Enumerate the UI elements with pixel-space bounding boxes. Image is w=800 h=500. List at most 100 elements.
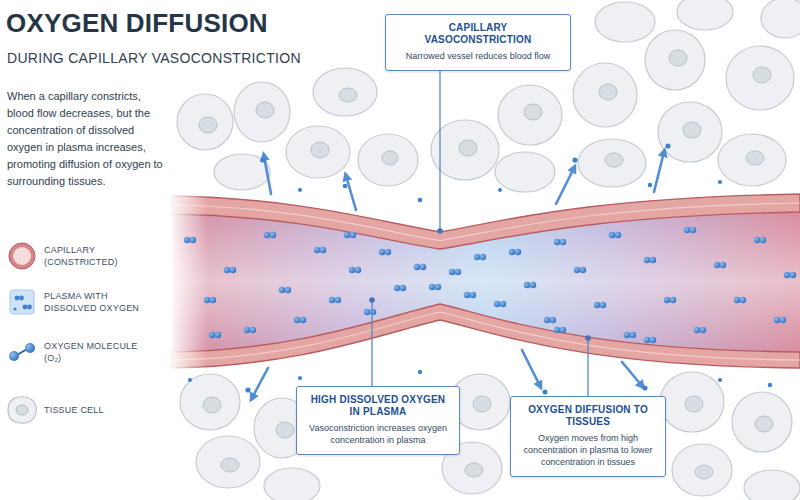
oxygen-molecules bbox=[279, 287, 291, 293]
cell-nuclei bbox=[382, 151, 398, 165]
cell-nuclei bbox=[605, 153, 623, 167]
diffusion-arrows bbox=[252, 368, 268, 398]
callout-heading: CAPILLARY VASOCONSTRICTION bbox=[395, 22, 561, 46]
oxygen-molecules bbox=[734, 297, 746, 303]
cell-nuclei bbox=[199, 117, 217, 133]
diffusion-arrows bbox=[522, 350, 540, 386]
tissue-cells bbox=[726, 46, 794, 110]
tissue-cells bbox=[495, 152, 555, 192]
legend-icons bbox=[23, 305, 28, 310]
oxygen-molecules bbox=[644, 337, 656, 343]
diffused-oxygen bbox=[188, 143, 772, 394]
callout-heading: HIGH DISSOLVED OXYGEN IN PLASMA bbox=[306, 394, 450, 418]
cell-nuclei bbox=[599, 84, 617, 100]
leader-lines bbox=[437, 228, 443, 234]
cell-nuclei bbox=[203, 397, 221, 413]
cell-nuclei bbox=[753, 67, 771, 83]
leader-lines bbox=[369, 297, 375, 303]
oxygen-molecules bbox=[644, 257, 656, 263]
tissue-cells bbox=[234, 82, 290, 142]
callout-box: CAPILLARY VASOCONSTRICTION Narrowed vesse… bbox=[385, 14, 571, 71]
oxygen-molecules bbox=[204, 297, 216, 303]
oxygen-molecules bbox=[209, 332, 221, 338]
oxygen-molecules bbox=[464, 292, 476, 298]
oxygen-molecules bbox=[344, 232, 356, 238]
cell-nuclei bbox=[465, 463, 483, 477]
legend-icons bbox=[8, 397, 36, 423]
diffusion-arrows bbox=[264, 156, 271, 194]
subtitle: DURING CAPILLARY VASOCONSTRICTION bbox=[7, 50, 301, 66]
cell-nuclei bbox=[683, 122, 701, 138]
oxygen-molecules bbox=[329, 297, 341, 303]
cell-nuclei bbox=[755, 416, 773, 432]
legend-icons bbox=[10, 290, 34, 314]
legend-icons bbox=[8, 243, 36, 423]
tissue-cells bbox=[578, 139, 646, 187]
tissue-cells bbox=[498, 85, 562, 145]
diffused-oxygen bbox=[665, 143, 670, 148]
oxygen-molecules bbox=[714, 262, 726, 268]
diagram-title: OXYGEN DIFFUSION bbox=[6, 8, 268, 39]
oxygen-molecules bbox=[429, 284, 441, 290]
diffused-oxygen bbox=[648, 183, 652, 187]
diffused-oxygen bbox=[718, 180, 722, 184]
cell-nuclei bbox=[311, 142, 329, 158]
diffused-oxygen bbox=[418, 198, 423, 203]
capillary-vessel bbox=[168, 190, 208, 375]
legend-icons bbox=[15, 296, 20, 301]
cell-nuclei bbox=[669, 50, 687, 66]
diffused-oxygen bbox=[298, 376, 302, 380]
legend-icons bbox=[9, 243, 35, 269]
cell-nuclei bbox=[339, 88, 357, 102]
tissue-cells bbox=[264, 468, 320, 500]
callout-body: Oxygen moves from high concentration in … bbox=[520, 432, 656, 468]
callout-box: HIGH DISSOLVED OXYGEN IN PLASMAVasoconst… bbox=[296, 386, 460, 455]
oxygen-molecules bbox=[594, 302, 606, 308]
oxygen-molecules bbox=[609, 232, 621, 238]
tissue-cells bbox=[744, 470, 800, 500]
diffusion-arrows bbox=[556, 168, 574, 204]
tissue-cells bbox=[573, 63, 637, 127]
diffusion-arrows bbox=[654, 152, 664, 192]
tissue-cells bbox=[660, 372, 724, 432]
tissue-cells bbox=[313, 68, 377, 116]
oxygen-molecules bbox=[509, 249, 521, 255]
callout-body: Narrowed vessel reduces blood flow bbox=[395, 50, 561, 62]
oxygen-molecules bbox=[184, 237, 196, 243]
diffused-oxygen bbox=[245, 387, 250, 392]
diffused-oxygen bbox=[718, 378, 722, 382]
cell-nuclei bbox=[276, 422, 294, 438]
cell-nuclei bbox=[524, 104, 542, 120]
oxygen-molecules bbox=[244, 327, 256, 333]
cell-nuclei bbox=[695, 465, 713, 479]
cell-nuclei bbox=[221, 458, 239, 472]
tissue-cells bbox=[177, 94, 233, 150]
diffusion-arrows bbox=[346, 176, 356, 210]
tissue-cells bbox=[718, 134, 786, 186]
legend-icons bbox=[19, 296, 24, 301]
capillary-vessel bbox=[172, 304, 800, 368]
diffused-oxygen bbox=[543, 390, 548, 395]
diffused-oxygen bbox=[768, 383, 772, 387]
oxygen-molecules bbox=[694, 327, 706, 333]
callout-box: OXYGEN DIFFUSION TO TISSUES Oxygen moves … bbox=[510, 396, 666, 477]
cell-nuclei bbox=[256, 102, 274, 118]
intro-paragraph: When a capillary constricts, blood flow … bbox=[7, 88, 169, 190]
tissue-cells bbox=[358, 134, 418, 186]
oxygen-molecules bbox=[314, 247, 326, 253]
tissue-cells bbox=[286, 126, 350, 178]
capillary-vessel bbox=[172, 203, 800, 241]
oxygen-molecules bbox=[574, 267, 586, 273]
callout-heading: OXYGEN DIFFUSION TO TISSUES bbox=[520, 404, 656, 428]
legend-label: PLASMA WITH DISSOLVED OXYGEN bbox=[44, 290, 156, 314]
legend-label: TISSUE CELL bbox=[44, 404, 156, 416]
oxygen-molecules bbox=[184, 227, 796, 343]
diffused-oxygen bbox=[498, 188, 502, 192]
oxygen-molecules bbox=[349, 267, 361, 273]
oxygen-molecules bbox=[524, 282, 536, 288]
diffused-oxygen bbox=[188, 378, 192, 382]
legend-icons bbox=[27, 305, 32, 310]
cell-nuclei bbox=[459, 140, 477, 156]
oxygen-molecules bbox=[264, 232, 276, 238]
oxygen-molecules bbox=[554, 239, 566, 245]
